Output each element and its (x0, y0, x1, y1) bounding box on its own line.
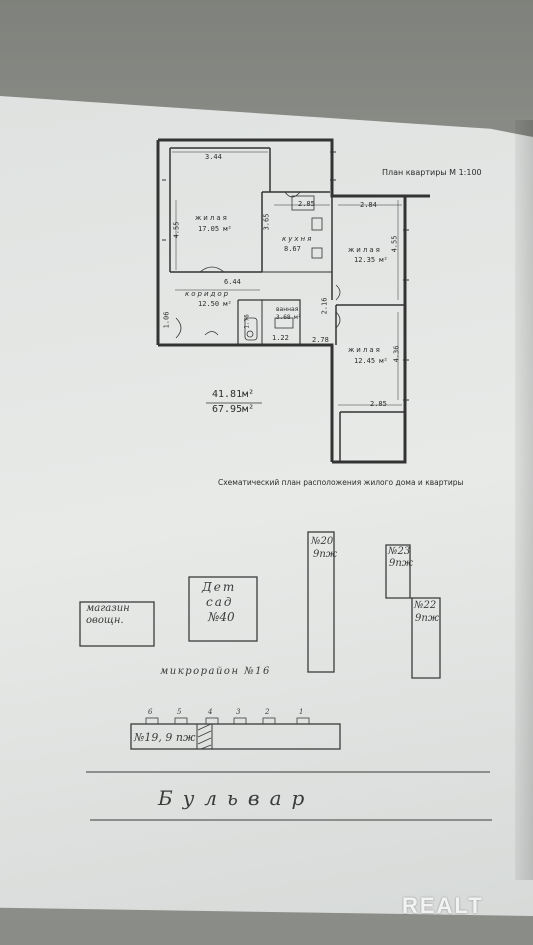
building-20-number: №20 (311, 536, 334, 547)
living1-area: 17.05 м² (198, 225, 232, 233)
dim-278: 2.78 (312, 336, 329, 344)
paper-fold (515, 120, 533, 880)
entrance-1: 1 (299, 708, 304, 716)
building-22-23-outline (385, 544, 441, 679)
living3-name: жилая (348, 346, 382, 354)
total-area: 67.95м² (212, 404, 255, 415)
entrance-2: 2 (265, 708, 270, 716)
living2-width: 2.84 (360, 201, 377, 209)
building-20-floors: 9пж (313, 549, 338, 560)
living-area-total: 41.81м² (212, 389, 255, 400)
building-23-floors: 9пж (389, 558, 414, 569)
shop-line2: овощн. (86, 615, 124, 626)
corridor-dim: 6.44 (224, 278, 241, 286)
boulevard-label: Бульвар (158, 786, 315, 810)
corridor-name: коридор (185, 290, 231, 298)
shop-line1: магазин (86, 603, 130, 614)
corridor-area: 12.50 м² (198, 300, 232, 308)
living1-width: 3.44 (205, 153, 222, 161)
building-20-outline (307, 531, 335, 673)
building-19-label: №19, 9 пж (134, 731, 196, 744)
living1-name: жилая (195, 214, 229, 222)
kindergarten-outline (188, 576, 258, 642)
entrance-5: 5 (177, 708, 182, 716)
plan-title: План квартиры М 1:100 (382, 168, 482, 177)
dim-285-top: 2.85 (298, 200, 315, 208)
building-22-number: №22 (414, 600, 437, 611)
living2-name: жилая (348, 246, 382, 254)
kindergarten-line3: №40 (208, 610, 235, 624)
realt-watermark-logo: REALT (402, 893, 484, 918)
paper-sheet (0, 96, 533, 916)
building-22-floors: 9пж (415, 613, 440, 624)
entrance-6: 6 (148, 708, 153, 716)
kindergarten-line2: сад (206, 595, 234, 609)
kitchen-name: кухня (282, 235, 314, 243)
bath-area: 3.68 м² (276, 314, 302, 321)
living3-width: 2.85 (370, 400, 387, 408)
building-23-number: №23 (388, 546, 411, 557)
living3-area: 12.45 м² (354, 357, 388, 365)
kitchen-area: 8.67 (284, 245, 301, 253)
shop-outline (79, 601, 155, 647)
kindergarten-line1: Дет (202, 580, 237, 594)
entrance-3: 3 (236, 708, 241, 716)
dim-122: 1.22 (272, 334, 289, 342)
bath-name: ванная (276, 306, 299, 313)
entrance-4: 4 (208, 708, 213, 716)
district-label: микрорайон №16 (160, 666, 271, 677)
scheme-title: Схематический план расположения жилого д… (218, 478, 464, 487)
living2-area: 12.35 м² (354, 256, 388, 264)
